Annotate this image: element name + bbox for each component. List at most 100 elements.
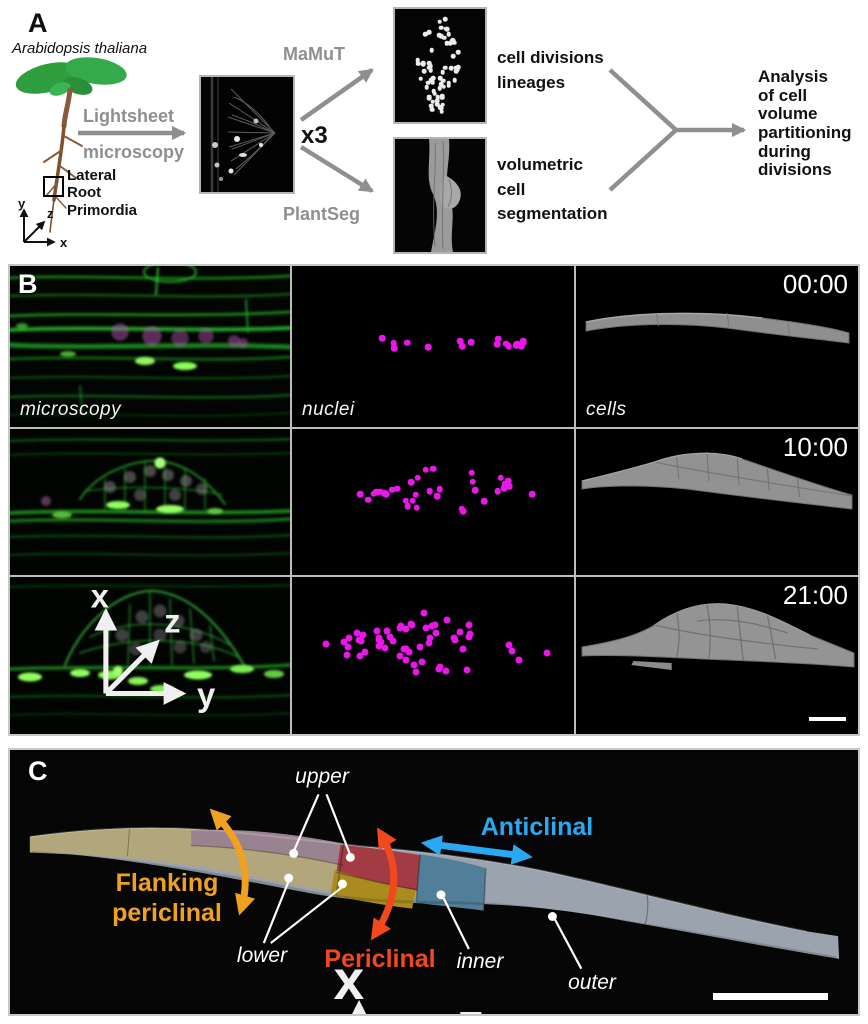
scatter-dot — [450, 37, 455, 43]
nuclei-dots-t0 — [292, 266, 574, 427]
scatter-dot — [410, 661, 418, 669]
scatter-dot — [440, 78, 446, 84]
scatter-dot — [435, 98, 440, 104]
workflow-arrows — [78, 68, 747, 193]
scatter-dot — [528, 491, 536, 498]
scatter-dot — [426, 634, 434, 642]
scatter-dot — [396, 652, 404, 660]
scatter-dot — [519, 338, 527, 345]
to-plantseg-arrow — [299, 145, 374, 193]
plant-illustration — [15, 57, 127, 233]
nuclei-dots-t1 — [292, 429, 574, 575]
scatter-dot — [466, 630, 474, 638]
lightsheet-label-line2: microscopy — [83, 142, 185, 162]
scatter-dot — [364, 496, 372, 504]
scatter-dot — [455, 50, 461, 55]
scatter-dot — [356, 652, 364, 660]
lrp-marker-square — [43, 176, 64, 197]
scatter-dot — [446, 83, 452, 89]
scatter-dot — [436, 663, 444, 671]
scatter-dot — [438, 81, 444, 87]
scatter-dot — [505, 342, 512, 350]
scatter-dot — [443, 616, 451, 624]
scatter-dot — [497, 474, 505, 482]
panel-c-label: C — [28, 756, 48, 786]
axis-right-label: y — [197, 676, 216, 713]
scatter-dot — [506, 482, 513, 490]
cells-render-t1 — [576, 429, 858, 575]
microscopy-image-t0 — [10, 266, 290, 427]
scatter-dot — [501, 481, 509, 488]
leaves — [15, 57, 127, 96]
scatter-dot — [409, 497, 416, 505]
scatter-dot — [402, 625, 410, 633]
scatter-dot — [458, 505, 466, 512]
timestamp-t0: 00:00 — [782, 269, 848, 299]
scatter-dot — [441, 84, 446, 89]
scatter-dot — [388, 486, 396, 493]
scatter-dot — [440, 93, 445, 99]
scatter-dot — [431, 88, 436, 94]
scatter-dot — [439, 109, 445, 114]
scatter-dot — [340, 638, 348, 646]
scatter-dot — [430, 99, 436, 104]
lightsheet-label-line1: Lightsheet — [83, 106, 175, 126]
scatter-dot — [463, 666, 471, 674]
scatter-dot — [407, 479, 415, 486]
panel-b-timeseries: B microscopy nuclei 00:00 cells — [8, 264, 860, 736]
panel-b-label: B — [18, 269, 38, 299]
scatter-dot — [455, 65, 461, 70]
plantseg-label: PlantSeg — [283, 204, 361, 224]
scatter-dot — [449, 65, 454, 71]
axes-panel-b: x z y — [91, 577, 216, 713]
scatter-dot — [440, 102, 445, 107]
scatter-dot — [458, 342, 466, 350]
scatter-dot — [381, 489, 388, 497]
column-label-cells: cells — [586, 399, 627, 420]
scatter-dot — [361, 648, 369, 656]
outer-label: outer — [568, 971, 616, 994]
scatter-dot — [428, 103, 434, 109]
scatter-dot — [386, 633, 394, 641]
mamut-label: MaMuT — [283, 44, 345, 64]
axis-up-label: x — [91, 577, 110, 614]
multiplier-label: x3 — [301, 122, 328, 149]
mamut-output-label: cell divisions lineages — [497, 48, 604, 92]
scatter-dot — [468, 469, 475, 477]
scatter-dot — [434, 102, 440, 107]
converge-line-top — [608, 68, 678, 132]
scatter-dot — [381, 644, 389, 651]
species-label: Arabidopsis thaliana — [12, 40, 148, 57]
scatter-dot — [425, 343, 432, 351]
scatter-dot — [446, 32, 452, 37]
scatter-dot — [494, 335, 502, 343]
scatter-dot — [359, 631, 367, 639]
axis-diag-label: z — [47, 206, 54, 221]
column-label-microscopy: microscopy — [20, 399, 122, 420]
scatter-dot — [435, 94, 441, 100]
tile-microscopy-t2: x z y — [10, 577, 290, 734]
scatter-dot — [442, 667, 450, 675]
scatter-dot — [465, 621, 473, 629]
scale-bar-panel-b — [809, 717, 846, 721]
scatter-dot — [421, 68, 427, 74]
scatter-dot — [508, 647, 516, 655]
scatter-dot — [426, 60, 432, 66]
scatter-dot — [413, 504, 421, 512]
scatter-dot — [414, 474, 421, 482]
scatter-dot — [390, 339, 397, 347]
cells-render-t2 — [576, 577, 858, 734]
lower-label: lower — [236, 944, 288, 967]
inner-label: inner — [456, 950, 504, 973]
scatter-dot — [322, 640, 330, 648]
axes-panel-c: x z y — [334, 949, 485, 1014]
scatter-dot — [379, 335, 386, 342]
scatter-dot — [418, 76, 423, 81]
timestamp-t2: 21:00 — [782, 580, 848, 610]
scatter-dot — [434, 492, 441, 500]
periclinal-label: Periclinal — [324, 945, 436, 973]
scatter-dot — [403, 339, 411, 347]
analysis-label: Analysis of cell volume partitioning dur… — [758, 67, 852, 180]
axis-right-label: x — [60, 235, 68, 250]
scatter-dot — [425, 639, 433, 647]
